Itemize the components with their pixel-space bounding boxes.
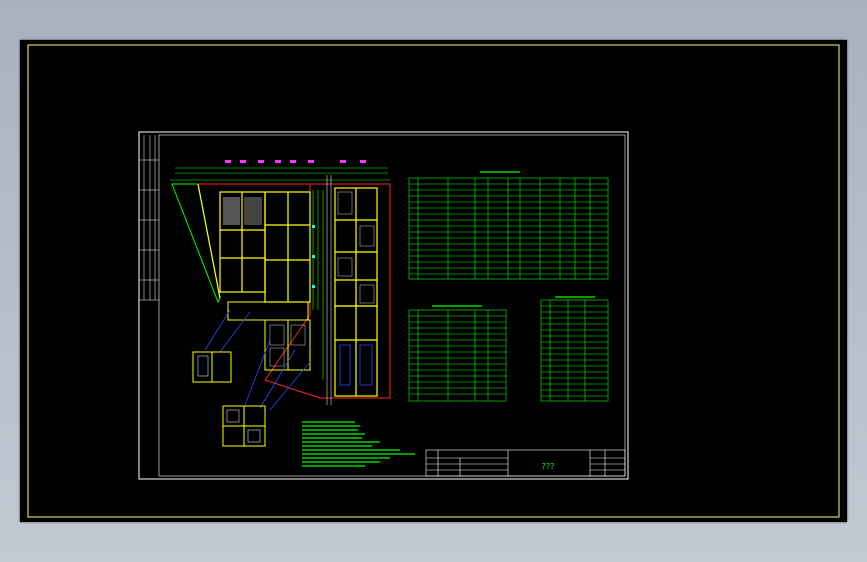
floor-plan [170, 160, 415, 467]
cad-drawing: ??? [27, 44, 840, 518]
table-3 [540, 296, 609, 402]
columns [312, 225, 315, 288]
table-2 [408, 305, 507, 402]
title-block [425, 449, 626, 477]
title-drawing-name: ??? [542, 462, 555, 471]
cad-drawing-canvas[interactable]: ??? [20, 40, 847, 522]
outer-frame [27, 44, 840, 518]
sheet-border [138, 131, 629, 480]
sheet-inner-border [158, 134, 626, 477]
detail-1 [192, 351, 232, 383]
notes [302, 421, 415, 467]
detail-2 [222, 405, 266, 447]
grid-markers [225, 160, 366, 163]
table-1 [408, 171, 609, 280]
revision-strip [139, 135, 159, 301]
